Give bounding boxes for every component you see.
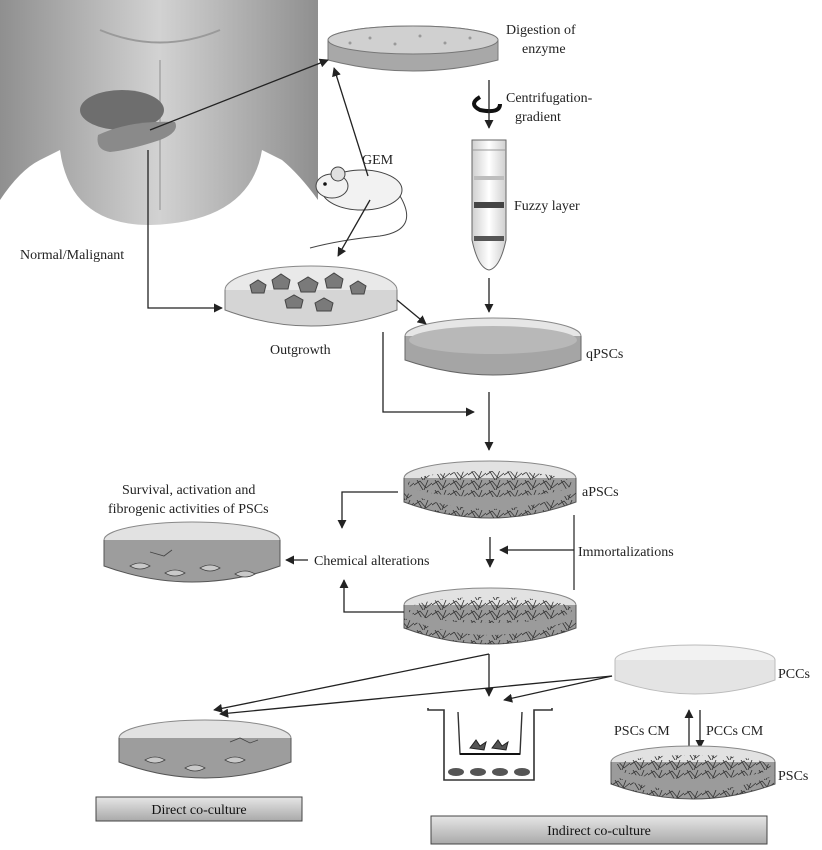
apscs-label: aPSCs	[582, 485, 619, 500]
mouse-icon	[309, 166, 408, 249]
direct-coculture-label: Direct co-culture	[151, 803, 246, 818]
pscs-dish-icon	[610, 745, 776, 800]
digestion-dish-icon	[327, 25, 499, 72]
liver-icon	[80, 90, 164, 130]
chemical-alterations-dish-icon	[103, 521, 281, 583]
pscs-cm-label: PSCs CM	[614, 724, 670, 739]
fuzzy-layer-label: Fuzzy layer	[514, 199, 580, 214]
arrow-apscs-to-survival	[337, 491, 398, 529]
arrow-pccs-to-transwell	[503, 675, 613, 703]
digestion-label-line2: enzyme	[522, 42, 566, 57]
outgrowth-label: Outgrowth	[270, 343, 331, 358]
arrow-immortalized-to-chem	[339, 579, 404, 613]
indirect-coculture-banner: Indirect co-culture	[430, 815, 768, 845]
centrifugation-label-line1: Centrifugation-	[506, 91, 593, 106]
indirect-coculture-label: Indirect co-culture	[547, 824, 651, 839]
direct-coculture-dish-icon	[118, 719, 292, 779]
arrow-torso-to-digestion	[149, 58, 329, 131]
immortalized-pscs-dish-icon	[403, 587, 577, 645]
pccs-dish-icon	[614, 644, 776, 695]
arrow-tissue-to-outgrowth	[147, 150, 223, 313]
centrifugation-label-line2: gradient	[515, 110, 561, 125]
chemical-alterations-label: Chemical alterations	[314, 554, 429, 569]
normal-malignant-label: Normal/Malignant	[20, 248, 124, 263]
apscs-dish-icon	[403, 460, 577, 519]
arrow-outgrowth-to-qpscs	[396, 299, 427, 325]
digestion-label-line1: Digestion of	[506, 23, 576, 38]
pscs-label: PSCs	[778, 769, 808, 784]
gem-label: GEM	[362, 153, 394, 168]
conical-tube-icon	[471, 139, 507, 271]
pancreas-icon	[97, 121, 176, 152]
fuzzy-layer-band	[474, 202, 504, 208]
arrow-mouse-to-outgrowth	[337, 199, 371, 257]
centrifuge-rotation-icon	[472, 80, 502, 129]
human-torso-icon	[0, 0, 318, 225]
arrow-outgrowth-down	[382, 332, 475, 417]
arrow-to-direct-coculture	[213, 653, 490, 713]
immortalizations-label: Immortalizations	[578, 545, 674, 560]
survival-label-line2: fibrogenic activities of PSCs	[108, 502, 269, 517]
pccs-cm-label: PCCs CM	[706, 724, 764, 739]
qpscs-label: qPSCs	[586, 347, 623, 362]
transwell-insert-icon	[427, 708, 553, 781]
arrow-pccs-to-direct	[219, 675, 613, 718]
survival-label-line1: Survival, activation and	[122, 483, 255, 498]
outgrowth-dish-icon	[224, 265, 398, 327]
direct-coculture-banner: Direct co-culture	[95, 796, 303, 822]
arrow-mouse-to-digestion	[332, 67, 369, 177]
qpscs-dish-icon	[404, 317, 582, 376]
pccs-label: PCCs	[778, 667, 810, 682]
